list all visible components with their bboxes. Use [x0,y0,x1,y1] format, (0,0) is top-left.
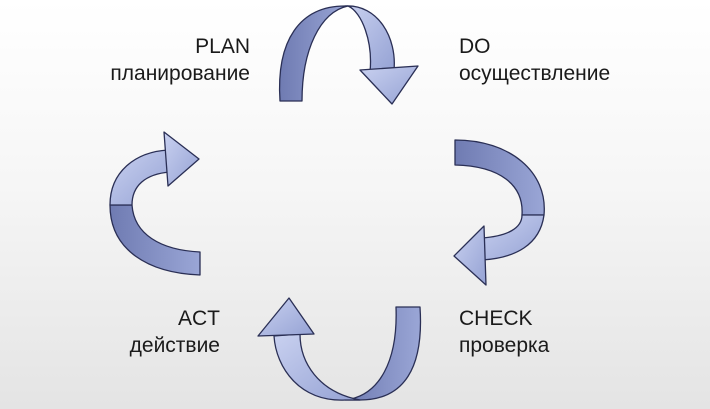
act-name: действие [129,334,220,357]
do-name: осуществление [459,62,611,85]
check-code: CHECK [459,307,533,330]
act-code: ACT [178,307,220,330]
check-label: CHECK проверка [459,305,659,359]
curved-arrow-top [278,5,419,105]
act-label: ACT действие [60,305,220,359]
plan-label: PLAN планирование [60,33,250,87]
curved-arrow-left [109,131,201,276]
curved-arrow-right [453,139,545,286]
check-name: проверка [459,334,550,357]
do-label: DO осуществление [459,33,689,87]
curved-arrow-bottom [257,297,422,401]
plan-code: PLAN [195,35,250,58]
do-code: DO [459,35,491,58]
plan-name: планирование [110,62,250,85]
